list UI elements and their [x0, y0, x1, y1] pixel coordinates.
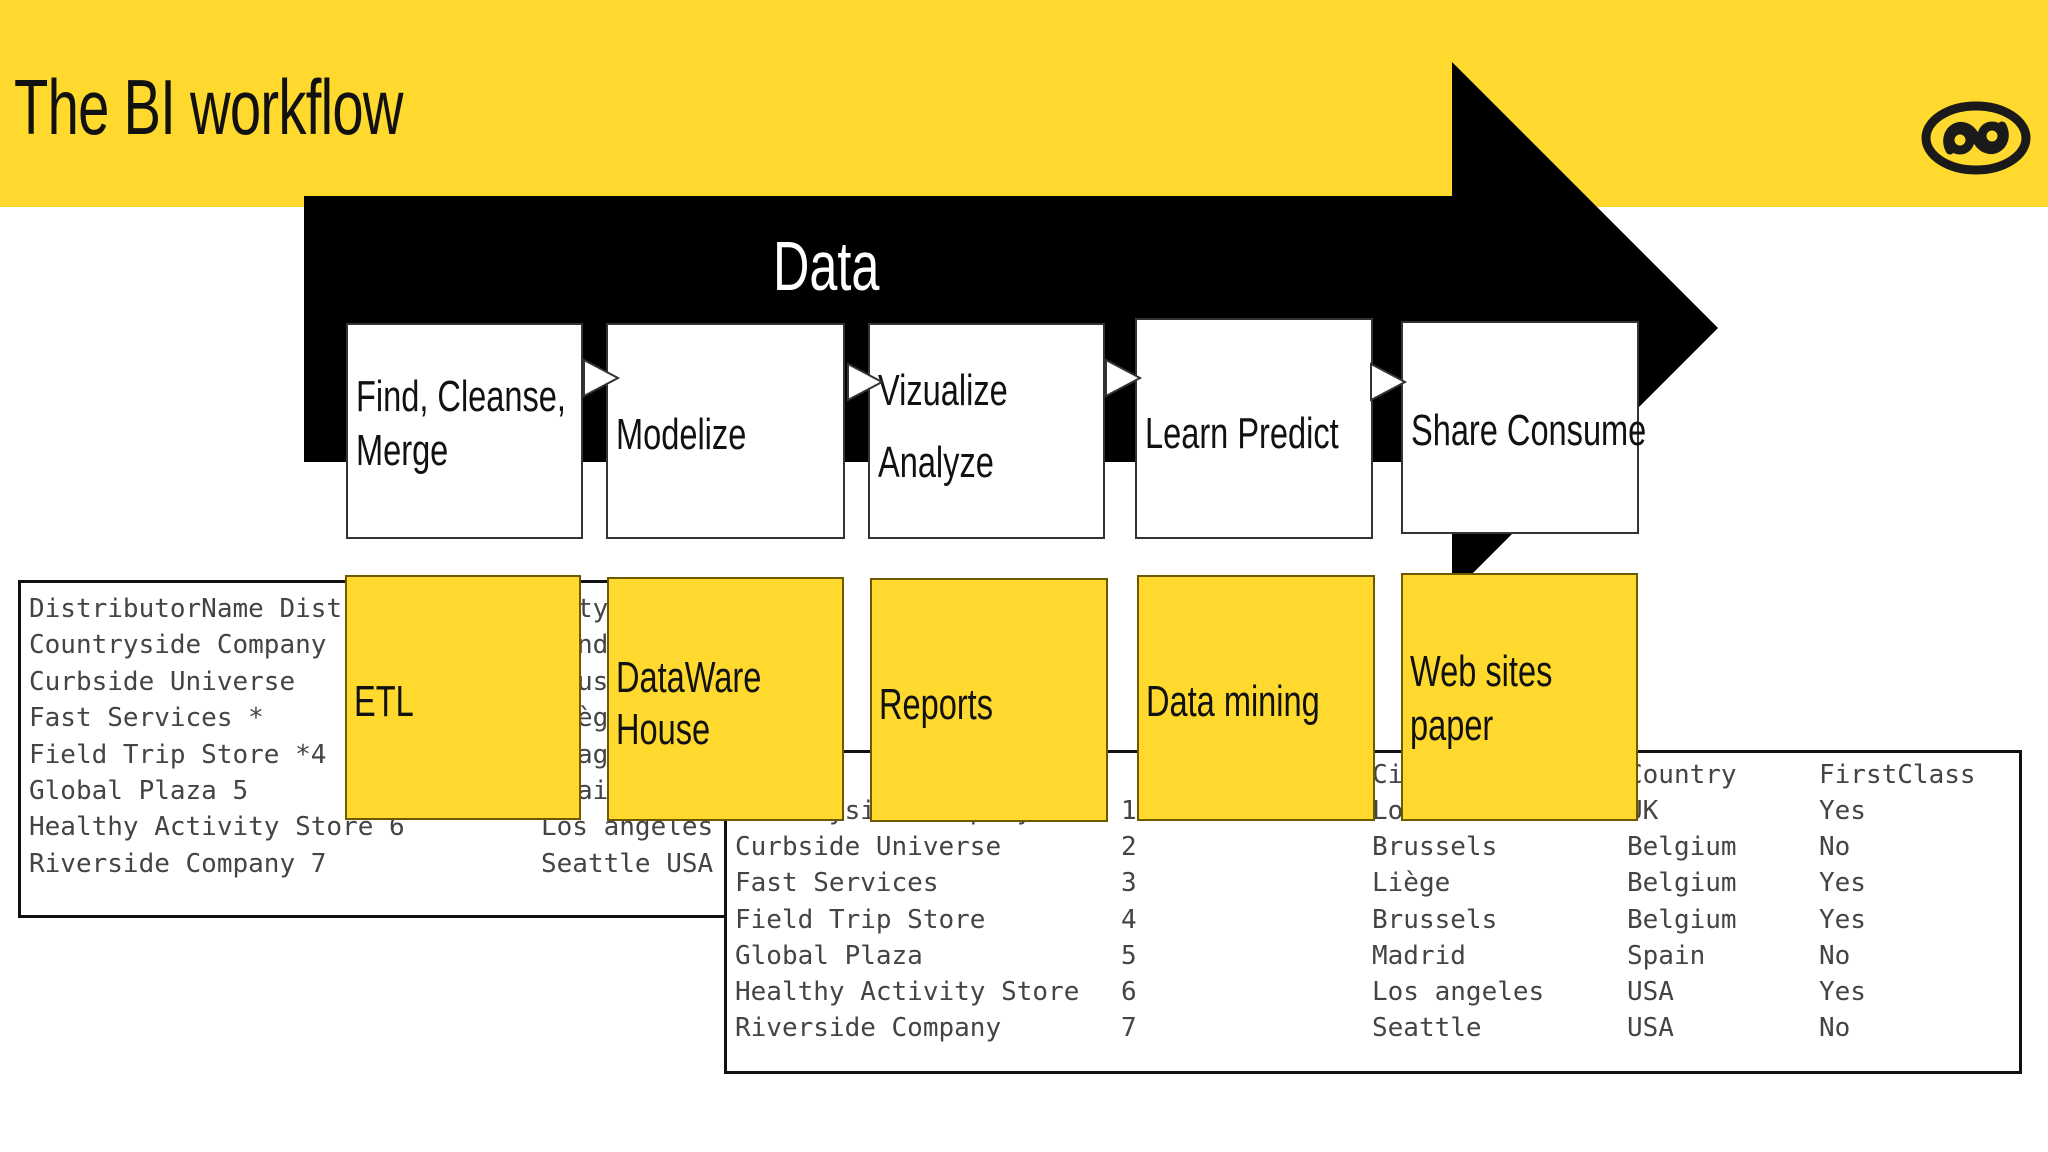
raw-table-cell: ty [577, 594, 609, 624]
clean-table-cell: Healthy Activity Store [735, 977, 1080, 1007]
clean-table-cell: 7 [1121, 1013, 1137, 1044]
clean-table-header-cell: Country [1627, 760, 1737, 790]
connector-arrow-icon [847, 362, 885, 402]
clean-table-cell: No [1819, 940, 1851, 971]
tool-box-5: Web sites paper [1401, 573, 1638, 821]
raw-table-cell: nd [577, 630, 609, 661]
clean-table-cell: Belgium [1627, 904, 1737, 935]
clean-table-cell: Brussels [1372, 832, 1498, 863]
tool-box-label: Data mining [1146, 677, 1320, 726]
clean-table-cell: Yes [1819, 977, 1866, 1007]
raw-table-cell: Fast Services * [29, 703, 264, 734]
raw-table-cell: Riverside Company 7 [29, 848, 327, 879]
clean-table-cell: Yes [1819, 904, 1866, 935]
connector-arrow-icon [583, 358, 621, 398]
clean-table-cell: 1 [1121, 796, 1137, 826]
clean-table-cell: Belgium [1627, 868, 1737, 899]
title-banner [0, 0, 2048, 207]
clean-table-cell: Curbside Universe [735, 832, 1002, 863]
raw-table-cell: ai [577, 776, 609, 806]
workflow-step-5: Share Consume [1401, 321, 1646, 534]
clean-table-cell: Spain [1627, 940, 1706, 971]
clean-table-cell: Yes [1819, 868, 1866, 899]
raw-table-cell: Seattle USA [541, 848, 714, 879]
connector-arrow-icon [1105, 358, 1143, 398]
workflow-step-2: Modelize [606, 323, 845, 539]
clean-table-cell: 6 [1121, 977, 1137, 1007]
clean-table-cell: Seattle [1372, 1013, 1482, 1044]
workflow-step-4: Learn Predict [1135, 318, 1373, 539]
clean-table-cell: Global Plaza [735, 940, 923, 971]
workflow-step-label: Analyze [878, 438, 994, 487]
raw-table-cell: us [577, 666, 609, 697]
arrow-label: Data [773, 227, 880, 305]
workflow-step-label: Find, Cleanse, [356, 372, 566, 421]
slide-title: The BI workflow [14, 63, 403, 151]
clean-table-cell: Madrid [1372, 940, 1466, 971]
clean-table-cell: Yes [1819, 796, 1866, 826]
tool-box-label: ETL [354, 677, 414, 726]
tool-box-label: Reports [879, 680, 994, 729]
tool-box-3: Reports [870, 578, 1108, 822]
clean-table-cell: Los angeles [1372, 977, 1545, 1007]
clean-table-cell: Belgium [1627, 832, 1737, 863]
raw-table-cell: DistributorName Dist [29, 594, 343, 624]
raw-table-cell: Field Trip Store *4 [29, 739, 327, 770]
clean-table-cell: 4 [1121, 904, 1137, 935]
clean-table-cell: No [1819, 1013, 1851, 1044]
clean-table-cell: Riverside Company [735, 1013, 1002, 1044]
clean-table-cell: 5 [1121, 940, 1137, 971]
tool-box-label: Web sites [1410, 647, 1553, 696]
workflow-step-label: Share Consume [1411, 406, 1647, 455]
clean-table-cell: No [1819, 832, 1851, 863]
raw-table-cell: Curbside Universe [29, 666, 296, 697]
raw-table-cell: Global Plaza 5 [29, 776, 249, 806]
tool-box-4: Data mining [1137, 575, 1375, 821]
workflow-step-label: Merge [356, 426, 449, 475]
tool-box-1: ETL [345, 575, 581, 820]
tool-box-label: House [616, 705, 711, 754]
workflow-step-1: Find, Cleanse, Merge [346, 323, 583, 539]
clean-table-cell: 2 [1121, 832, 1137, 863]
raw-table-cell: Healthy Activity Store 6 [29, 812, 405, 843]
clean-table-cell: USA [1627, 977, 1674, 1007]
infinity-logo-icon [1921, 101, 2031, 175]
clean-table-cell: Field Trip Store [735, 904, 986, 935]
clean-table-cell: USA [1627, 1013, 1674, 1044]
workflow-step-label: Vizualize [878, 366, 1008, 415]
clean-table-header-cell: FirstClass [1819, 760, 1976, 790]
clean-table-cell: Liège [1372, 868, 1451, 899]
clean-table-cell: 3 [1121, 868, 1137, 899]
workflow-step-label: Learn Predict [1145, 409, 1339, 458]
raw-table-cell: èg [577, 703, 609, 734]
clean-table-cell: Fast Services [735, 868, 939, 899]
connector-arrow-icon [1370, 362, 1408, 402]
tool-box-label: DataWare [616, 653, 762, 702]
tool-box-label: paper [1410, 701, 1494, 750]
raw-table-cell: Countryside Company [29, 630, 327, 661]
workflow-step-label: Modelize [616, 410, 747, 459]
clean-table-cell: Brussels [1372, 904, 1498, 935]
raw-table-cell: ag [577, 739, 609, 770]
